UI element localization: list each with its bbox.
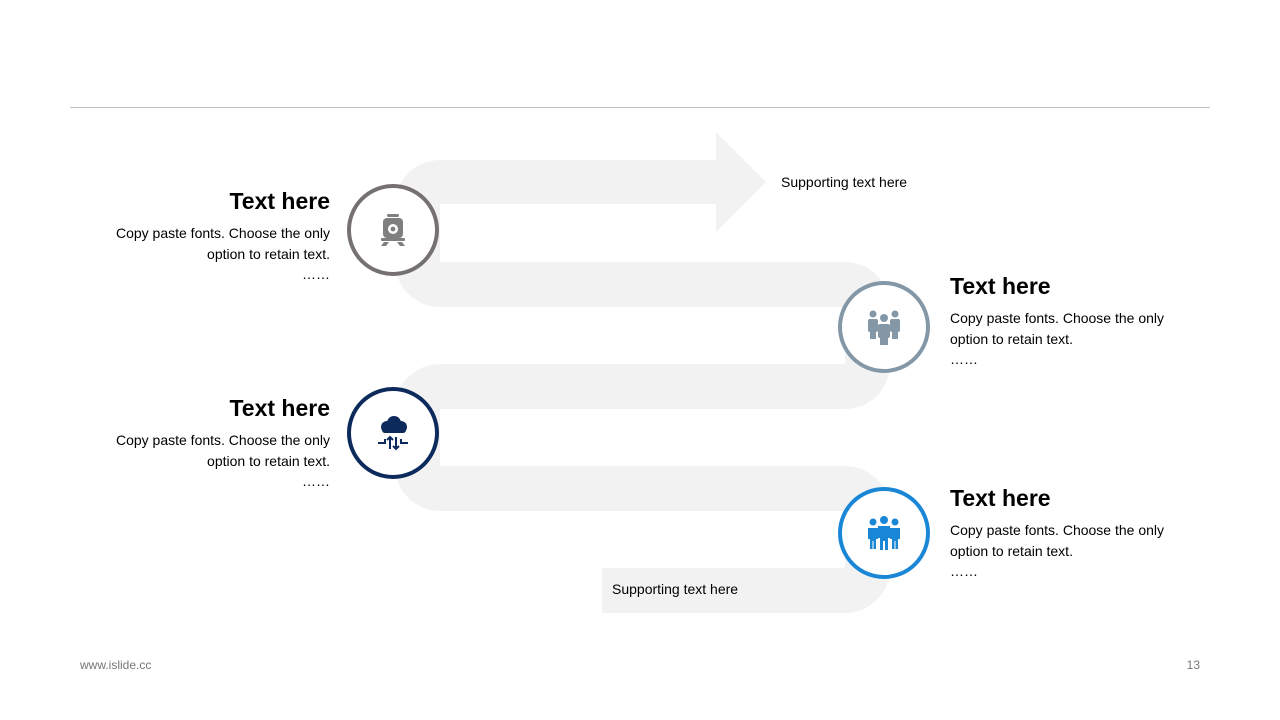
step-1-node <box>347 184 439 276</box>
step-2-text: Text here Copy paste fonts. Choose the o… <box>950 272 1200 368</box>
supporting-text-top: Supporting text here <box>781 174 908 190</box>
step-3-ellipsis: …… <box>302 473 330 489</box>
step-4-text: Text here Copy paste fonts. Choose the o… <box>950 484 1200 580</box>
step-4-title: Text here <box>950 485 1051 511</box>
step-1-body: Copy paste fonts. Choose the only option… <box>115 225 330 262</box>
step-3-title: Text here <box>229 395 330 421</box>
step-1-title: Text here <box>229 188 330 214</box>
step-2-title: Text here <box>950 273 1051 299</box>
step-3-text: Text here Copy paste fonts. Choose the o… <box>80 394 330 490</box>
path-arrow-head <box>395 132 766 233</box>
train-icon <box>381 214 405 246</box>
cloud-transfer-icon <box>378 416 408 451</box>
step-2-body: Copy paste fonts. Choose the only option… <box>950 310 1165 347</box>
step-1-text: Text here Copy paste fonts. Choose the o… <box>80 187 330 283</box>
top-rule <box>70 107 1210 108</box>
step-3-node <box>347 387 439 479</box>
step-4-body: Copy paste fonts. Choose the only option… <box>950 522 1165 559</box>
page-number: 13 <box>1186 658 1200 672</box>
supporting-text-bottom: Supporting text here <box>612 581 739 597</box>
step-1-ellipsis: …… <box>302 266 330 282</box>
team-icon <box>868 310 900 345</box>
step-4-node <box>838 487 930 579</box>
footer-url: www.islide.cc <box>80 658 152 672</box>
step-3-body: Copy paste fonts. Choose the only option… <box>115 432 330 469</box>
step-4-ellipsis: …… <box>950 563 978 579</box>
path-band <box>395 132 890 613</box>
step-2-node <box>838 281 930 373</box>
business-people-icon <box>868 516 900 550</box>
step-2-ellipsis: …… <box>950 351 978 367</box>
